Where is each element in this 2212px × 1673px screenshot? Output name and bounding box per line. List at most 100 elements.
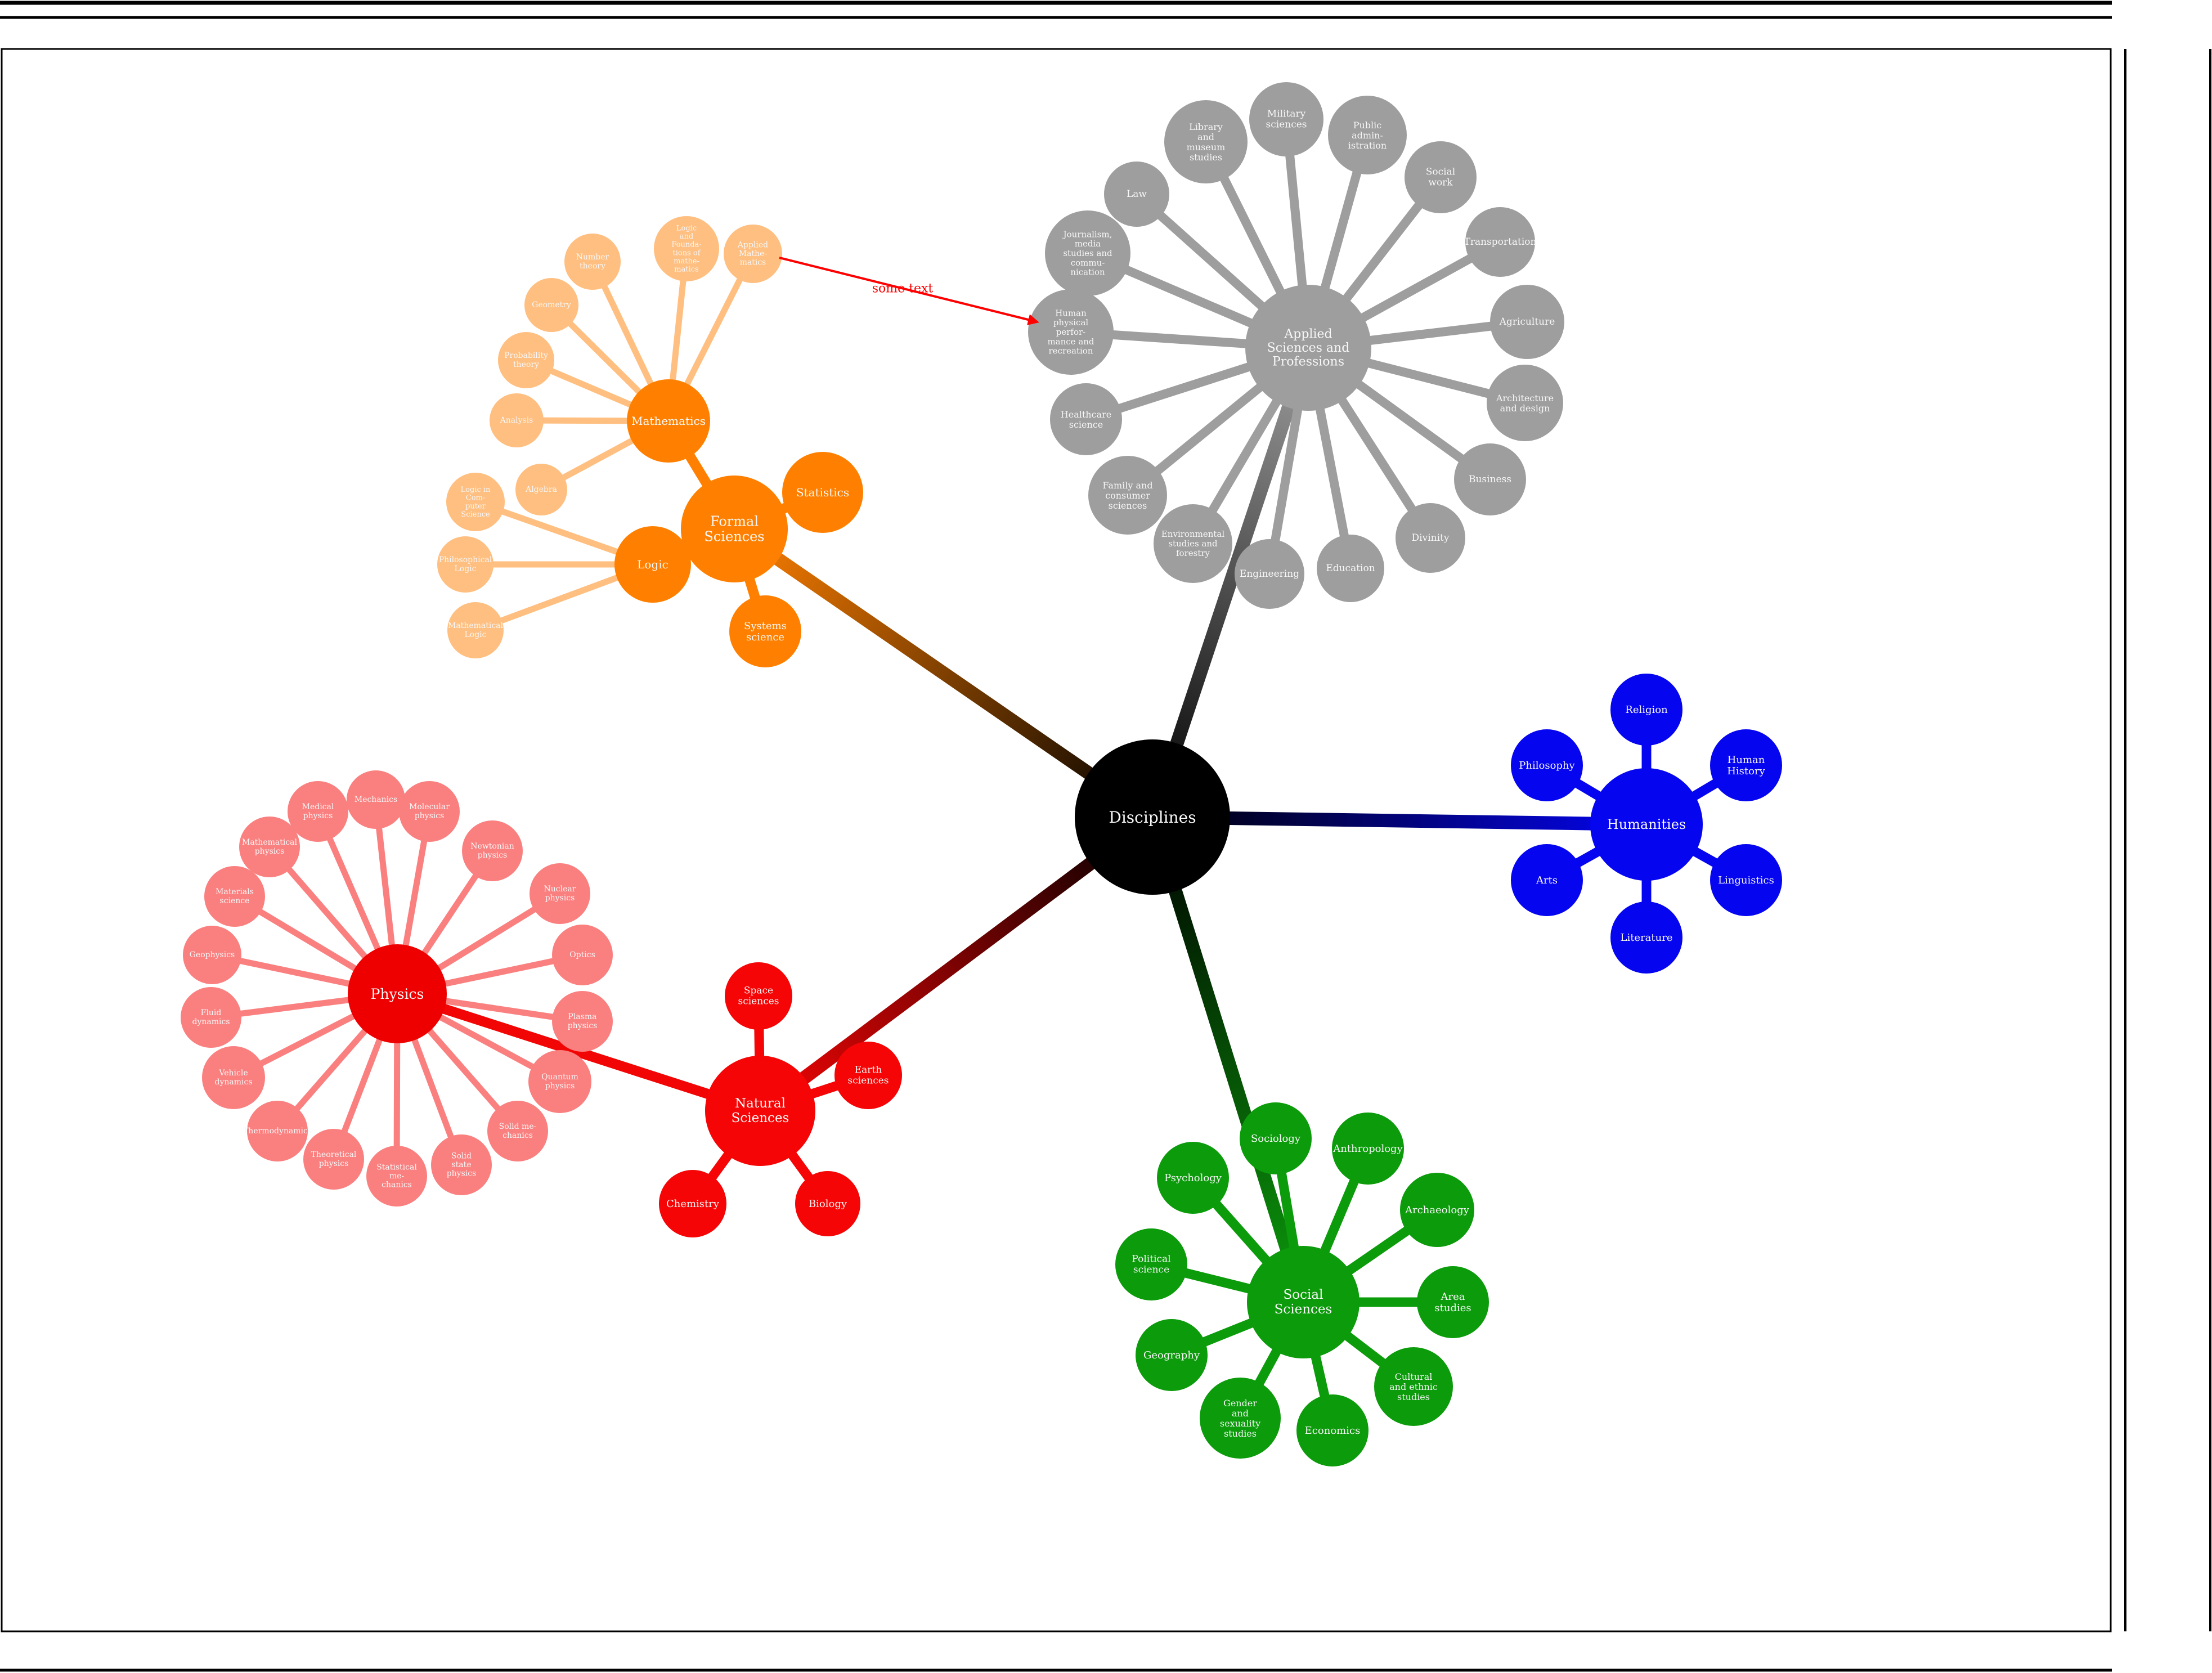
agriculture-node	[1490, 285, 1564, 359]
logic-label: Logic	[637, 558, 668, 571]
biology-node	[795, 1171, 860, 1236]
plasma-physics-node	[552, 991, 613, 1052]
anthropology-label: Anthropology	[1332, 1143, 1403, 1155]
geometry-label: Geometry	[532, 300, 571, 310]
mechanics-node	[347, 770, 405, 829]
molecular-physics-node	[399, 781, 460, 842]
religion-label: Religion	[1625, 704, 1668, 716]
economics-label: Economics	[1305, 1425, 1361, 1437]
arts-label: Arts	[1536, 874, 1558, 886]
divinity-node	[1396, 503, 1465, 573]
materials-science-node	[204, 866, 265, 927]
mathematics-node	[627, 379, 710, 463]
family-and-consumer-sciences-node	[1088, 456, 1167, 535]
chemistry-label: Chemistry	[666, 1198, 720, 1210]
linguistics-label: Linguistics	[1718, 874, 1774, 886]
human-history-node	[1710, 729, 1782, 801]
medical-physics-node	[288, 781, 348, 842]
geophysics-label: Geophysics	[190, 950, 235, 959]
optics-node	[552, 925, 613, 985]
logic-in-computer-science-node	[446, 473, 505, 531]
humanities-label: Humanities	[1607, 817, 1686, 832]
solid-mechanics-label: Solid me-chanics	[499, 1122, 537, 1140]
agriculture-label: Agriculture	[1499, 316, 1555, 328]
newtonian-physics-node	[462, 820, 523, 881]
algebra-node	[515, 464, 567, 515]
probability-theory-node	[498, 332, 554, 388]
engineering-label: Engineering	[1240, 568, 1299, 580]
edge-disciplines-social-sciences	[1146, 810, 1310, 1309]
disciplines-node	[1075, 739, 1230, 895]
environmental-studies-and-forestry-node	[1154, 504, 1232, 583]
transportation-node	[1465, 207, 1535, 277]
philosophy-node	[1511, 729, 1583, 801]
economics-node	[1296, 1394, 1369, 1466]
optics-label: Optics	[569, 950, 595, 959]
engineering-node	[1235, 539, 1304, 609]
anthropology-node	[1332, 1113, 1404, 1185]
edge-natural-sciences-physics	[392, 989, 765, 1116]
area-studies-node	[1417, 1266, 1489, 1338]
business-node	[1454, 443, 1526, 515]
chemistry-node	[659, 1170, 726, 1237]
applied-mathematics-node	[724, 225, 782, 283]
political-science-node	[1115, 1228, 1187, 1300]
law-node	[1104, 162, 1169, 227]
healthcare-science-node	[1050, 383, 1122, 455]
formal-sciences-node	[681, 476, 788, 582]
annotation-layer: some text	[779, 257, 1039, 325]
mathematical-logic-node	[447, 602, 504, 658]
social-sciences-node	[1247, 1246, 1359, 1358]
annotation-label: some text	[872, 282, 934, 296]
disciplines-label: Disciplines	[1109, 808, 1196, 827]
literature-node	[1610, 901, 1682, 974]
law-label: Law	[1127, 189, 1147, 200]
content-frame	[1, 48, 2112, 1632]
arts-node	[1511, 844, 1583, 916]
library-and-museum-studies-node	[1164, 100, 1248, 183]
thermodynamics-label: Thermodynamics	[243, 1127, 312, 1136]
solid-state-physics-node	[431, 1134, 492, 1195]
gender-and-sexuality-studies-node	[1200, 1378, 1281, 1459]
architecture-and-design-node	[1487, 365, 1563, 441]
annotation-arrow	[779, 257, 1039, 325]
statistics-label: Statistics	[796, 486, 849, 499]
analysis-node	[490, 393, 544, 447]
geography-node	[1136, 1319, 1208, 1391]
geometry-node	[524, 278, 578, 332]
sociology-node	[1240, 1102, 1312, 1174]
archaeology-node	[1400, 1173, 1474, 1247]
natural-sciences-node	[705, 1056, 815, 1166]
philosophical-logic-node	[437, 536, 493, 593]
solid-mechanics-node	[487, 1101, 548, 1161]
number-theory-node	[564, 234, 621, 290]
military-sciences-node	[1249, 82, 1323, 156]
systems-science-node	[729, 595, 801, 667]
edge-disciplines-humanities	[1146, 810, 1653, 831]
religion-node	[1610, 674, 1682, 746]
